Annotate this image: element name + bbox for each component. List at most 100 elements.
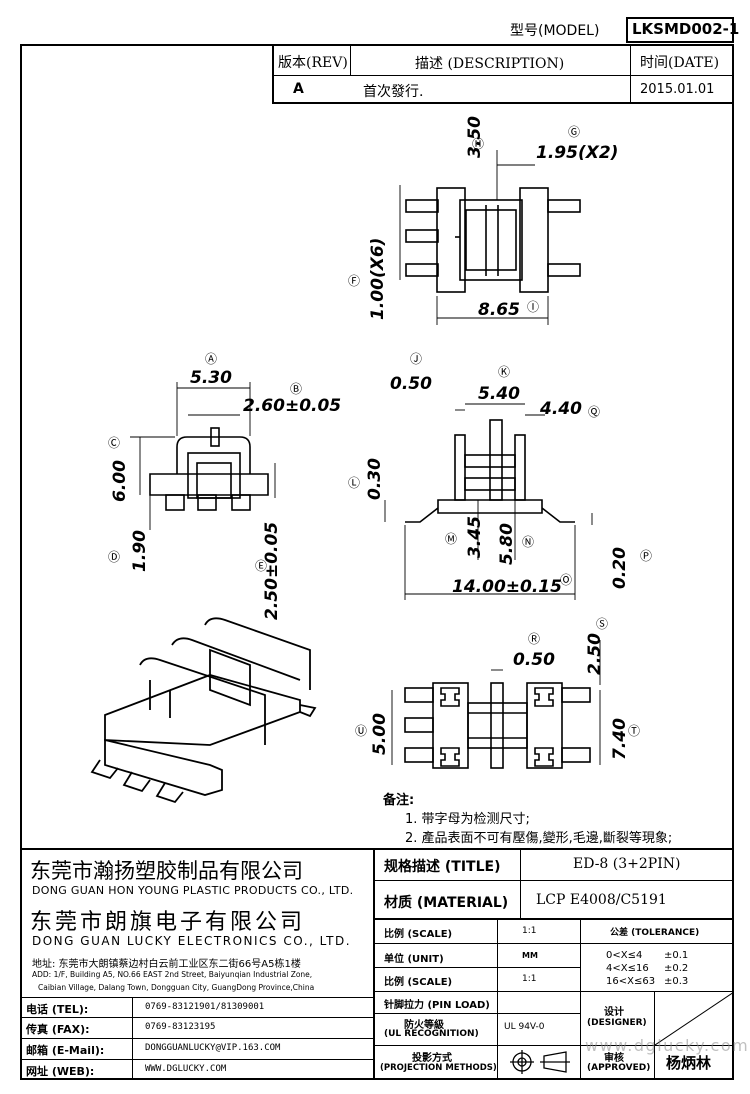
tol-3-value: ±0.3 [664,976,689,987]
tol-1-value: ±0.1 [664,950,689,961]
watermark: www.dglucky.com [585,1036,750,1055]
bottom-view [404,682,591,769]
title-label: 规格描述 (TITLE) [384,859,501,875]
web-value: WWW.DGLUCKY.COM [145,1064,227,1074]
dim-B-tag: Ⓑ [290,382,303,396]
dim-C-value: 6.00 [110,460,130,502]
spec-col-1 [497,920,498,1080]
model-box [626,17,734,43]
contact-col [132,997,133,1080]
title-value: ED-8 (3+2PIN) [573,856,681,872]
tb-line-title [374,880,734,881]
dim-O-tag: Ⓞ [560,573,573,587]
dim-M-value: 3.45 [465,516,485,558]
revision-table [272,44,734,104]
company-name-2-en: DONG GUAN LUCKY ELECTRONICS CO., LTD. [32,934,352,948]
scale2-label: 比例 (SCALE) [384,977,453,988]
approver-name: 杨炳林 [666,1054,712,1072]
title-block-divider [373,848,375,1080]
dim-I-tag: Ⓘ [527,300,540,314]
front-view [149,427,269,511]
dim-E-tag: Ⓔ [255,559,268,573]
fax-value: 0769-83123195 [145,1022,216,1032]
contact-line-1 [20,1017,374,1018]
dim-C-tag: Ⓒ [108,436,121,450]
dim-J-tag: Ⓙ [410,352,423,366]
dim-L-tag: Ⓛ [348,476,361,490]
rev-col-line-2 [630,44,631,104]
technical-drawing [90,150,601,804]
pin-load-label: 针脚拉力 (PIN LOAD) [384,1000,490,1011]
dim-N-value: 5.80 [497,523,517,565]
dim-P-value: 0.20 [610,547,630,589]
dim-D-tag: Ⓓ [108,550,121,564]
dim-A-value: 5.30 [190,368,232,388]
mail-value: DONGGUANLUCKY@VIP.163.COM [145,1043,281,1053]
spec-line-3 [374,991,734,992]
dim-K-tag: Ⓚ [498,365,511,379]
tb-line-material [374,918,734,920]
company-name-1-en: DONG GUAN HON YOUNG PLASTIC PRODUCTS CO.… [32,884,354,897]
dim-M-tag: Ⓜ [445,532,458,546]
spec-line-1 [374,943,734,944]
tel-value: 0769-83121901/81309001 [145,1002,265,1012]
dim-L-value: 0.30 [365,458,385,500]
tol-2-value: ±0.2 [664,963,689,974]
dim-G-value: 1.95(X2) [536,143,619,163]
contact-line-2 [20,1038,374,1039]
company-address-cn: 地址: 东莞市大朗镇蔡边村白云前工业区东二街66号A5栋1楼 [32,959,301,970]
spec-line-5 [374,1045,734,1046]
company-name-2-cn: 东莞市朗旗电子有限公司 [30,910,306,935]
dim-J-value: 0.50 [390,374,432,394]
dim-S-value: 2.50 [585,633,605,675]
dim-Q-tag: Ⓠ [588,405,601,419]
dim-N-tag: Ⓝ [522,535,535,549]
notes-line-2: 2. 產品表面不可有壓傷,變形,毛邊,斷裂等現象; [405,831,673,846]
approved-label-en: (APPROVED) [587,1063,651,1073]
tol-3-range: 16<X≤63 [606,976,656,987]
tb-col-main [520,848,521,920]
tol-1-range: 0<X≤4 [606,950,643,961]
dim-E-value: 2.50±0.05 [262,521,282,620]
ul-label-cn: 防火等級 [404,1020,444,1031]
rev-value: A [293,81,304,97]
dim-F-value: 1.00(X6) [368,237,388,320]
dim-G-tag: Ⓖ [568,125,581,139]
spec-line-2 [374,967,580,968]
rev-row-line [272,75,734,76]
approved-label-cn: 审核 [604,1053,624,1064]
rev-col-line-1 [350,44,351,76]
dim-T-tag: Ⓣ [628,724,641,738]
dim-U-tag: Ⓤ [355,724,368,738]
model-label: 型号(MODEL) [510,23,600,39]
dim-S-tag: Ⓢ [596,617,609,631]
proj-label-en: (PROJECTION METHODS) [380,1063,497,1073]
spec-line-4 [374,1013,580,1014]
dim-H-tag: Ⓗ [472,137,485,151]
designer-diagonal [655,992,734,1045]
material-value: LCP E4008/C5191 [536,892,667,908]
dim-R-value: 0.50 [513,650,555,670]
designer-label-cn: 设计 [604,1007,624,1018]
dim-B-value: 2.60±0.05 [243,396,342,416]
unit-label: 单位 (UNIT) [384,954,444,965]
dim-K-value: 5.40 [478,384,520,404]
dim-D-value: 1.90 [130,530,150,572]
isometric-view [90,617,317,804]
dim-Q-value: 4.40 [540,399,582,419]
dim-A-tag: Ⓐ [205,352,218,366]
material-label: 材质 (MATERIAL) [384,895,509,911]
company-address-en-1: ADD: 1/F, Building A5, NO.66 EAST 2nd St… [32,970,313,979]
tel-label: 电话 (TEL): [26,1003,89,1016]
spec-col-3 [654,991,655,1080]
dim-F-tag: Ⓕ [348,274,361,288]
scale2-value: 1:1 [522,974,537,984]
contact-line-3 [20,1059,374,1060]
title-block-top [20,848,734,850]
dim-O-value: 14.00±0.15 [452,577,562,597]
fax-label: 传真 (FAX): [26,1023,90,1036]
web-label: 网址 (WEB): [26,1065,95,1078]
spec-col-2 [580,920,581,1080]
desc-header: 描述 (DESCRIPTION) [415,56,565,72]
date-header: 时间(DATE) [640,55,720,71]
